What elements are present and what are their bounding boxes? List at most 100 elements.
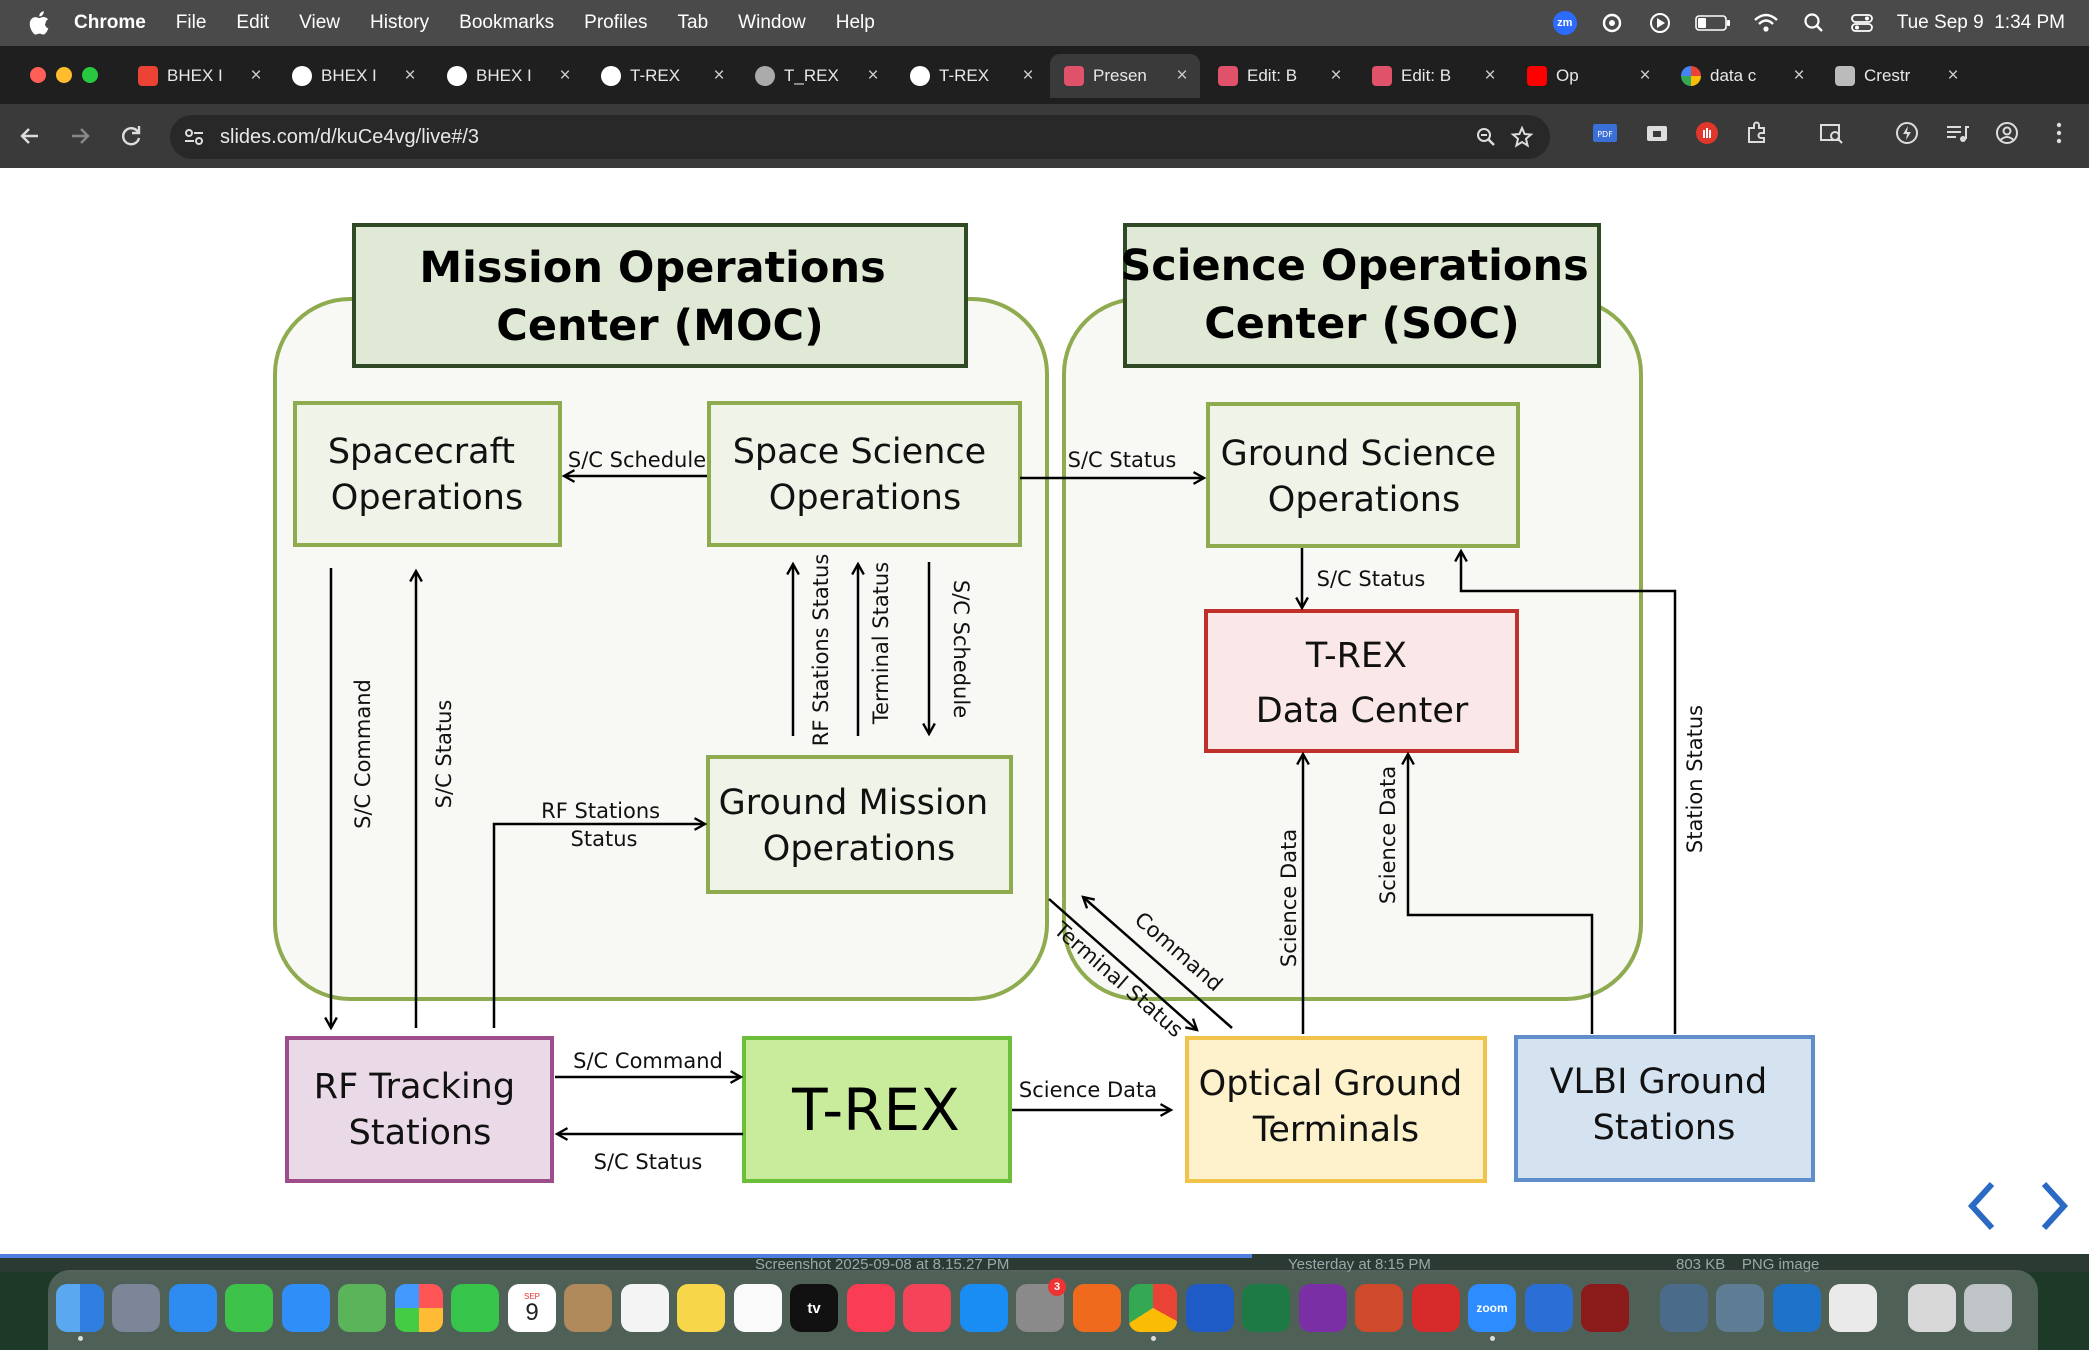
battery-icon[interactable]: [1694, 12, 1731, 34]
browser-tab[interactable]: BHEX I×: [433, 54, 583, 98]
launchpad-icon[interactable]: [112, 1284, 160, 1332]
close-window-button[interactable]: [30, 67, 46, 83]
menu-file[interactable]: File: [175, 12, 207, 33]
pdf-extension-icon[interactable]: PDF: [1592, 120, 1618, 146]
browser-tab[interactable]: Op×: [1513, 54, 1663, 98]
extensions-puzzle-icon[interactable]: [1744, 120, 1770, 146]
acrobat-icon[interactable]: [1412, 1284, 1460, 1332]
adblock-extension-icon[interactable]: [1694, 120, 1720, 146]
maps-icon[interactable]: [338, 1284, 386, 1332]
menu-help[interactable]: Help: [835, 12, 875, 33]
textedit-icon[interactable]: [1829, 1284, 1877, 1332]
tab-close-icon[interactable]: ×: [404, 65, 416, 86]
zoom-magnifier-icon[interactable]: [1474, 125, 1498, 149]
browser-tab[interactable]: BHEX I×: [124, 54, 274, 98]
music-icon[interactable]: [847, 1284, 895, 1332]
performance-icon[interactable]: [1894, 120, 1920, 146]
browser-tab[interactable]: T_REX×: [741, 54, 891, 98]
browser-tab[interactable]: data c×: [1667, 54, 1817, 98]
vscode-icon[interactable]: [1773, 1284, 1821, 1332]
address-bar[interactable]: slides.com/d/kuCe4vg/live#/3: [170, 115, 1550, 159]
trex-label: T-REX: [791, 1076, 960, 1144]
spotlight-search-icon[interactable]: [1801, 12, 1827, 34]
prev-slide-chevron-icon[interactable]: [1962, 1176, 2002, 1236]
finder-icon[interactable]: [56, 1284, 104, 1332]
trash-icon[interactable]: [1964, 1284, 2012, 1332]
menu-profiles[interactable]: Profiles: [584, 12, 648, 33]
freeform-icon[interactable]: [734, 1284, 782, 1332]
menu-app-name[interactable]: Chrome: [74, 12, 146, 33]
calendar-icon[interactable]: SEP 9: [508, 1284, 556, 1332]
powerpoint-icon[interactable]: [1355, 1284, 1403, 1332]
menu-window[interactable]: Window: [738, 12, 806, 33]
browser-tab[interactable]: Crestr×: [1821, 54, 1971, 98]
site-settings-icon[interactable]: [182, 125, 206, 149]
chrome-menu-icon[interactable]: [2046, 120, 2072, 146]
apple-logo-icon[interactable]: [26, 9, 50, 37]
tab-close-icon[interactable]: ×: [559, 65, 571, 86]
facetime-icon[interactable]: [451, 1284, 499, 1332]
zoom-app-icon[interactable]: zoom: [1468, 1284, 1516, 1332]
preview-icon[interactable]: [1660, 1284, 1708, 1332]
app-store-icon[interactable]: [960, 1284, 1008, 1332]
next-slide-chevron-icon[interactable]: [2034, 1176, 2074, 1236]
apple-tv-icon[interactable]: tv: [790, 1284, 838, 1332]
windows-app-icon[interactable]: [1525, 1284, 1573, 1332]
forward-button[interactable]: [66, 122, 94, 150]
zoom-window-button[interactable]: [82, 67, 98, 83]
photos-icon[interactable]: [395, 1284, 443, 1332]
menu-bookmarks[interactable]: Bookmarks: [459, 12, 555, 33]
profile-icon[interactable]: [1994, 120, 2020, 146]
rf-tracking-stations-box: [285, 1036, 554, 1183]
tab-close-icon[interactable]: ×: [1176, 65, 1188, 86]
window-extension-icon[interactable]: [1644, 120, 1670, 146]
news-icon[interactable]: [903, 1284, 951, 1332]
onenote-icon[interactable]: [1299, 1284, 1347, 1332]
menu-tab[interactable]: Tab: [677, 12, 709, 33]
url-text[interactable]: slides.com/d/kuCe4vg/live#/3: [220, 126, 480, 148]
media-controls-icon[interactable]: [1944, 120, 1970, 146]
tab-close-icon[interactable]: ×: [1947, 65, 1959, 86]
firefox-icon[interactable]: [1073, 1284, 1121, 1332]
tab-close-icon[interactable]: ×: [1793, 65, 1805, 86]
excel-icon[interactable]: [1242, 1284, 1290, 1332]
reminders-icon[interactable]: [621, 1284, 669, 1332]
play-status-icon[interactable]: [1647, 12, 1673, 34]
menu-history[interactable]: History: [370, 12, 430, 33]
tab-close-icon[interactable]: ×: [867, 65, 879, 86]
tab-close-icon[interactable]: ×: [1022, 65, 1034, 86]
screen-sharing-icon[interactable]: [1716, 1284, 1764, 1332]
minimize-window-button[interactable]: [56, 67, 72, 83]
zoom-status-icon[interactable]: zm: [1552, 11, 1577, 35]
safari-icon[interactable]: [169, 1284, 217, 1332]
menu-edit[interactable]: Edit: [236, 12, 270, 33]
control-center-icon[interactable]: [1849, 12, 1875, 34]
mail-icon[interactable]: [282, 1284, 330, 1332]
tab-close-icon[interactable]: ×: [1330, 65, 1342, 86]
word-icon[interactable]: [1186, 1284, 1234, 1332]
messages-icon[interactable]: [225, 1284, 273, 1332]
notes-icon[interactable]: [677, 1284, 725, 1332]
browser-tab[interactable]: BHEX I×: [278, 54, 428, 98]
contacts-icon[interactable]: [564, 1284, 612, 1332]
browser-tab[interactable]: Edit: B×: [1358, 54, 1508, 98]
browser-tab[interactable]: Presen×: [1050, 54, 1200, 98]
documents-stack-icon[interactable]: [1908, 1284, 1956, 1332]
bookmark-star-icon[interactable]: [1510, 125, 1534, 149]
chrome-dock-icon[interactable]: [1129, 1284, 1177, 1332]
wifi-icon[interactable]: [1753, 12, 1779, 34]
reload-button[interactable]: [117, 122, 145, 150]
browser-tab[interactable]: T-REX×: [896, 54, 1046, 98]
browser-tab[interactable]: T-REX×: [587, 54, 737, 98]
tab-close-icon[interactable]: ×: [250, 65, 262, 86]
browser-tab[interactable]: Edit: B×: [1204, 54, 1354, 98]
menubar-clock[interactable]: Tue Sep 9 1:34 PM: [1896, 12, 2065, 33]
tab-close-icon[interactable]: ×: [1639, 65, 1651, 86]
university-icon[interactable]: [1581, 1284, 1629, 1332]
back-button[interactable]: [16, 122, 44, 150]
creative-cloud-icon[interactable]: [1599, 12, 1625, 34]
tab-close-icon[interactable]: ×: [1484, 65, 1496, 86]
menu-view[interactable]: View: [299, 12, 341, 33]
reading-mode-icon[interactable]: [1818, 120, 1844, 146]
tab-close-icon[interactable]: ×: [713, 65, 725, 86]
